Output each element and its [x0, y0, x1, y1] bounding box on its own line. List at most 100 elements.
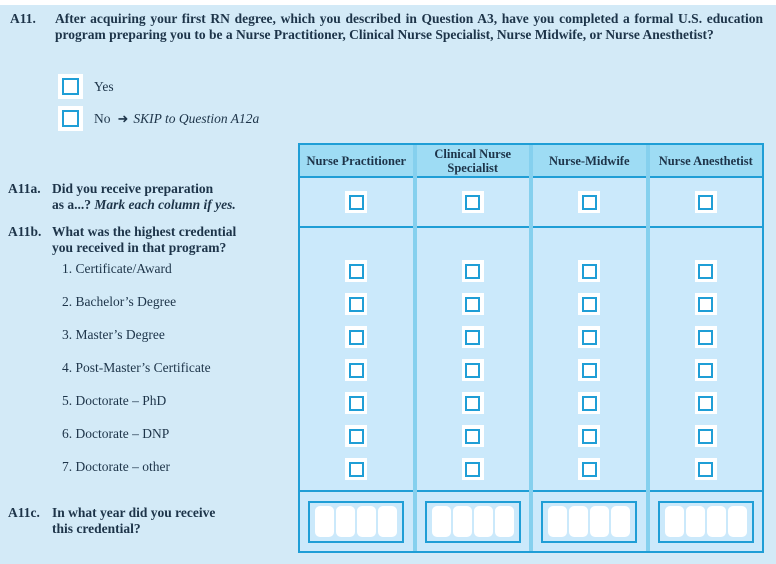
- a11b-checkbox-2[interactable]: [461, 293, 484, 315]
- checkbox-square-icon: [62, 78, 79, 95]
- a11b-checkbox-4[interactable]: [461, 359, 484, 381]
- checkbox-square-icon: [698, 194, 714, 210]
- checkbox-square-icon: [698, 329, 714, 345]
- checkbox-square-icon: [698, 362, 714, 378]
- a11b-checkbox-7[interactable]: [461, 458, 484, 480]
- checkbox-square-icon: [465, 263, 481, 279]
- column-header: Clinical Nurse Specialist: [416, 145, 529, 178]
- year-digit-cell[interactable]: [431, 506, 451, 537]
- a11b-checkbox-1[interactable]: [578, 260, 601, 282]
- a11a-cell: [533, 178, 646, 228]
- page-top-margin: [0, 0, 776, 5]
- a11b-checkbox-5[interactable]: [345, 392, 368, 414]
- checkbox-square-icon: [348, 428, 364, 444]
- a11b-checkbox-7[interactable]: [694, 458, 717, 480]
- year-digit-cell[interactable]: [727, 506, 747, 537]
- checkbox-square-icon: [348, 461, 364, 477]
- checkbox-square-icon: [348, 263, 364, 279]
- a11b-checkbox-1[interactable]: [694, 260, 717, 282]
- a11b-checkbox-6[interactable]: [461, 425, 484, 447]
- year-digit-cell[interactable]: [357, 506, 377, 537]
- a11a-text-line2: as a...? Mark each column if yes.: [52, 196, 236, 212]
- a11a-checkbox[interactable]: [694, 191, 717, 213]
- year-digit-cell[interactable]: [685, 506, 705, 537]
- a11b-text-line1: What was the highest credential: [52, 224, 237, 239]
- a11b-checkbox-4[interactable]: [345, 359, 368, 381]
- year-digit-cell[interactable]: [569, 506, 589, 537]
- year-digit-cell[interactable]: [452, 506, 472, 537]
- a11b-checkbox-4[interactable]: [578, 359, 601, 381]
- a11c-cell: [533, 492, 646, 551]
- a11b-checkbox-7[interactable]: [345, 458, 368, 480]
- question-a11b-label: A11b.: [8, 224, 42, 239]
- year-digit-cell[interactable]: [611, 506, 631, 537]
- a11b-checkbox-5[interactable]: [578, 392, 601, 414]
- a11b-checkbox-3[interactable]: [345, 326, 368, 348]
- checkbox-square-icon: [465, 461, 481, 477]
- a11a-cell: [416, 178, 529, 228]
- year-digit-cell[interactable]: [494, 506, 514, 537]
- credential-item-2: 2. Bachelor’s Degree: [62, 294, 177, 309]
- checkbox-square-icon: [698, 428, 714, 444]
- a11b-cell: [416, 228, 529, 492]
- a11a-checkbox[interactable]: [578, 191, 601, 213]
- a11b-checkbox-4[interactable]: [694, 359, 717, 381]
- a11a-checkbox[interactable]: [345, 191, 368, 213]
- a11b-checkbox-5[interactable]: [694, 392, 717, 414]
- a11b-cell: [649, 228, 762, 492]
- table-column-clinical-nurse-specialist: Clinical Nurse Specialist: [416, 145, 529, 551]
- year-digit-cell[interactable]: [378, 506, 398, 537]
- a11c-cell: [649, 492, 762, 551]
- year-digit-cell[interactable]: [336, 506, 356, 537]
- year-input-box[interactable]: [657, 500, 754, 543]
- checkbox-square-icon: [465, 296, 481, 312]
- a11b-checkbox-6[interactable]: [578, 425, 601, 447]
- a11b-checkbox-2[interactable]: [578, 293, 601, 315]
- a11b-checkbox-6[interactable]: [694, 425, 717, 447]
- a11b-checkbox-1[interactable]: [461, 260, 484, 282]
- checkbox-square-icon: [465, 362, 481, 378]
- year-digit-cell[interactable]: [706, 506, 726, 537]
- yes-checkbox[interactable]: [58, 74, 83, 99]
- checkbox-square-icon: [581, 395, 597, 411]
- a11b-text-line2: you received in that program?: [52, 239, 227, 255]
- column-header: Nurse Practitioner: [300, 145, 413, 178]
- credential-item-7: 7. Doctorate – other: [62, 459, 170, 474]
- a11b-checkbox-7[interactable]: [578, 458, 601, 480]
- a11a-checkbox[interactable]: [461, 191, 484, 213]
- checkbox-square-icon: [465, 428, 481, 444]
- a11b-checkbox-3[interactable]: [694, 326, 717, 348]
- a11a-instruction: Mark each column if yes.: [94, 196, 236, 212]
- year-input-box[interactable]: [541, 500, 638, 543]
- a11b-checkbox-3[interactable]: [461, 326, 484, 348]
- year-input-box[interactable]: [308, 500, 405, 543]
- checkbox-square-icon: [465, 194, 481, 210]
- year-digit-cell[interactable]: [590, 506, 610, 537]
- a11b-checkbox-3[interactable]: [578, 326, 601, 348]
- a11c-text-line1: In what year did you receive: [52, 505, 216, 520]
- year-digit-cell[interactable]: [664, 506, 684, 537]
- a11b-checkbox-6[interactable]: [345, 425, 368, 447]
- year-digit-cell[interactable]: [548, 506, 568, 537]
- no-checkbox[interactable]: [58, 106, 83, 131]
- a11b-checkbox-1[interactable]: [345, 260, 368, 282]
- a11b-checkbox-2[interactable]: [345, 293, 368, 315]
- table-column-nurse-midwife: Nurse-Midwife: [533, 145, 646, 551]
- year-input-box[interactable]: [424, 500, 521, 543]
- option-row-no: No ➜ SKIP to Question A12a: [58, 106, 259, 131]
- option-row-yes: Yes: [58, 74, 114, 99]
- year-digit-cell[interactable]: [473, 506, 493, 537]
- skip-instruction: SKIP to Question A12a: [133, 110, 260, 126]
- question-a11-text: After acquiring your first RN degree, wh…: [55, 11, 763, 42]
- a11a-cell: [300, 178, 413, 228]
- a11b-checkbox-2[interactable]: [694, 293, 717, 315]
- checkbox-square-icon: [62, 110, 79, 127]
- checkbox-square-icon: [581, 461, 597, 477]
- yes-label: Yes: [94, 78, 114, 94]
- a11b-cell: [533, 228, 646, 492]
- year-digit-cell[interactable]: [315, 506, 335, 537]
- a11a-cell: [649, 178, 762, 228]
- a11b-checkbox-5[interactable]: [461, 392, 484, 414]
- question-a11-label: A11.: [10, 11, 36, 26]
- checkbox-square-icon: [348, 395, 364, 411]
